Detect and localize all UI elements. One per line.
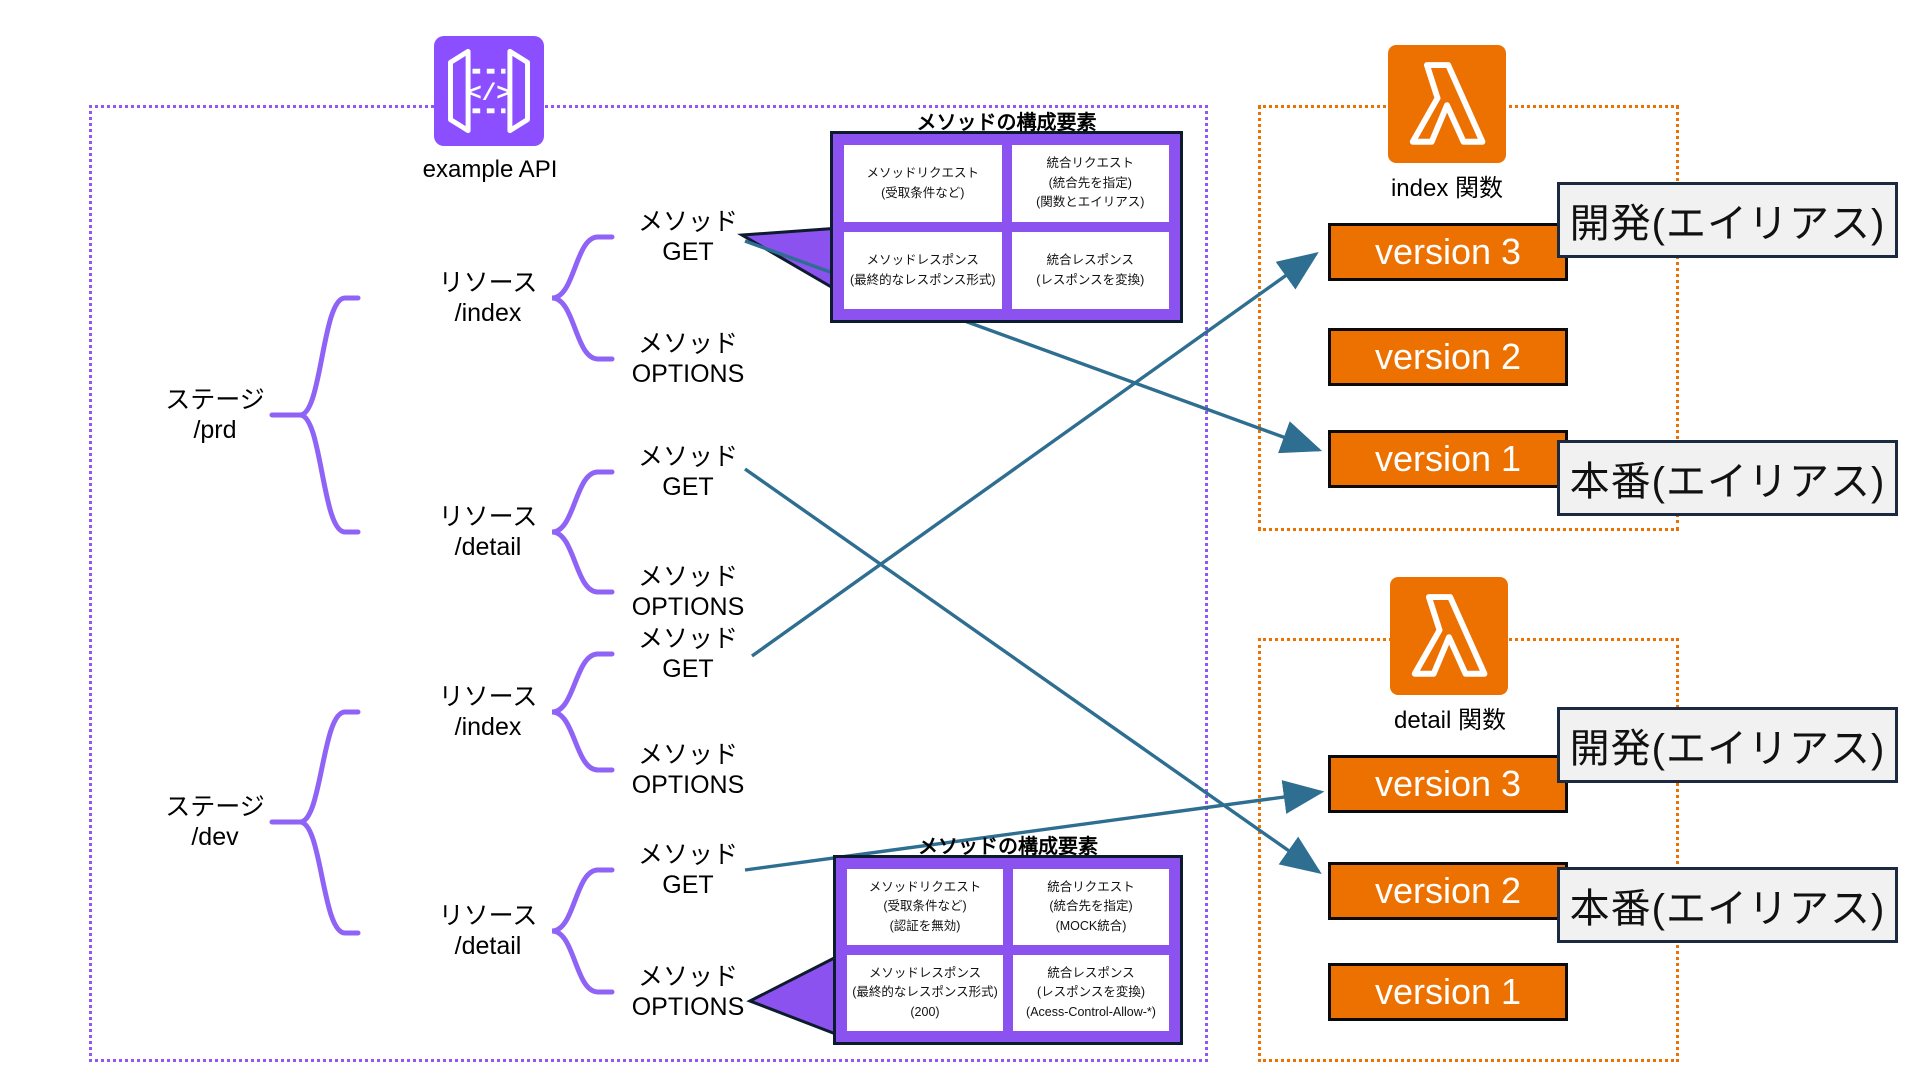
lambda-index-name: index 関数 bbox=[1390, 175, 1504, 202]
method-kind: メソッド bbox=[637, 625, 738, 653]
callout-cell-integration-response: 統合レスポンス (レスポンスを変換) bbox=[1011, 232, 1169, 309]
method-kind: メソッド bbox=[637, 208, 738, 236]
callout-cell-integration-request: 統合リクエスト (統合先を指定) (MOCK統合) bbox=[1013, 869, 1169, 945]
callout-cell-integration-request: 統合リクエスト (統合先を指定) (関数とエイリアス) bbox=[1011, 145, 1169, 222]
index-version-2: version 2 bbox=[1328, 328, 1568, 386]
stage-prd: ステージ /prd bbox=[130, 385, 300, 445]
callout-cell-method-request: メソッドリクエスト (受取条件など) bbox=[844, 145, 1002, 222]
method-verb: OPTIONS bbox=[631, 360, 745, 388]
resource-dev-index: リソース /index bbox=[408, 682, 568, 742]
method-dev-detail-get: メソッド GET bbox=[598, 840, 778, 900]
resource-dev-detail: リソース /detail bbox=[408, 901, 568, 961]
method-prd-detail-options: メソッド OPTIONS bbox=[598, 562, 778, 622]
lambda-icon bbox=[1390, 577, 1508, 695]
resource-prd-index: リソース /index bbox=[408, 268, 568, 328]
method-prd-detail-get: メソッド GET bbox=[598, 442, 778, 502]
stage-dev: ステージ /dev bbox=[130, 792, 300, 852]
method-verb: OPTIONS bbox=[631, 993, 745, 1021]
detail-alias-dev: 開発(エイリアス) bbox=[1557, 707, 1898, 783]
method-verb: GET bbox=[662, 655, 714, 683]
api-gateway-icon: </> bbox=[434, 36, 544, 146]
method-dev-detail-options: メソッド OPTIONS bbox=[598, 962, 778, 1022]
method-kind: メソッド bbox=[637, 563, 738, 591]
callout-method-components-get: メソッドリクエスト (受取条件など) 統合リクエスト (統合先を指定) (関数と… bbox=[830, 131, 1183, 323]
method-dev-index-options: メソッド OPTIONS bbox=[598, 740, 778, 800]
callout-cell-method-response: メソッドレスポンス (最終的なレスポンス形式) bbox=[844, 232, 1002, 309]
method-verb: GET bbox=[662, 473, 714, 501]
method-verb: OPTIONS bbox=[631, 771, 745, 799]
method-verb: GET bbox=[662, 871, 714, 899]
resource-path: /detail bbox=[454, 533, 522, 561]
resource-kind: リソース bbox=[438, 902, 538, 930]
callout-cell-method-request: メソッドリクエスト (受取条件など) (認証を無効) bbox=[847, 869, 1003, 945]
stage-kind: ステージ bbox=[165, 386, 265, 414]
callout-cell-method-response: メソッドレスポンス (最終的なレスポンス形式) (200) bbox=[847, 955, 1003, 1031]
resource-kind: リソース bbox=[438, 683, 538, 711]
stage-path: /prd bbox=[193, 416, 237, 444]
callout-method-components-options: メソッドリクエスト (受取条件など) (認証を無効) 統合リクエスト (統合先を… bbox=[833, 855, 1183, 1045]
index-alias-dev: 開発(エイリアス) bbox=[1557, 182, 1898, 258]
method-prd-index-options: メソッド OPTIONS bbox=[598, 329, 778, 389]
api-title: example API bbox=[422, 156, 558, 183]
method-kind: メソッド bbox=[637, 330, 738, 358]
resource-prd-detail: リソース /detail bbox=[408, 502, 568, 562]
method-kind: メソッド bbox=[637, 741, 738, 769]
method-kind: メソッド bbox=[637, 443, 738, 471]
index-version-1: version 1 bbox=[1328, 430, 1568, 488]
lambda-icon bbox=[1388, 45, 1506, 163]
callout-cell-integration-response: 統合レスポンス (レスポンスを変換) (Acess-Control-Allow-… bbox=[1013, 955, 1169, 1031]
detail-version-1: version 1 bbox=[1328, 963, 1568, 1021]
resource-kind: リソース bbox=[438, 269, 538, 297]
callout1-title: メソッドの構成要素 bbox=[916, 112, 1097, 134]
resource-kind: リソース bbox=[438, 503, 538, 531]
callout2-title: メソッドの構成要素 bbox=[918, 836, 1098, 858]
resource-path: /detail bbox=[454, 932, 522, 960]
method-verb: GET bbox=[662, 238, 714, 266]
stage-path: /dev bbox=[191, 823, 239, 851]
resource-path: /index bbox=[454, 299, 522, 327]
method-dev-index-get: メソッド GET bbox=[598, 624, 778, 684]
method-prd-index-get: メソッド GET bbox=[598, 207, 778, 267]
stage-kind: ステージ bbox=[165, 793, 265, 821]
detail-version-2: version 2 bbox=[1328, 862, 1568, 920]
detail-version-3: version 3 bbox=[1328, 755, 1568, 813]
method-kind: メソッド bbox=[637, 841, 738, 869]
lambda-detail-name: detail 関数 bbox=[1393, 707, 1507, 734]
resource-path: /index bbox=[454, 713, 522, 741]
index-alias-prod: 本番(エイリアス) bbox=[1557, 440, 1898, 516]
method-verb: OPTIONS bbox=[631, 593, 745, 621]
svg-text:</>: </> bbox=[467, 81, 511, 108]
method-kind: メソッド bbox=[637, 963, 738, 991]
detail-alias-prod: 本番(エイリアス) bbox=[1557, 867, 1898, 943]
index-version-3: version 3 bbox=[1328, 223, 1568, 281]
